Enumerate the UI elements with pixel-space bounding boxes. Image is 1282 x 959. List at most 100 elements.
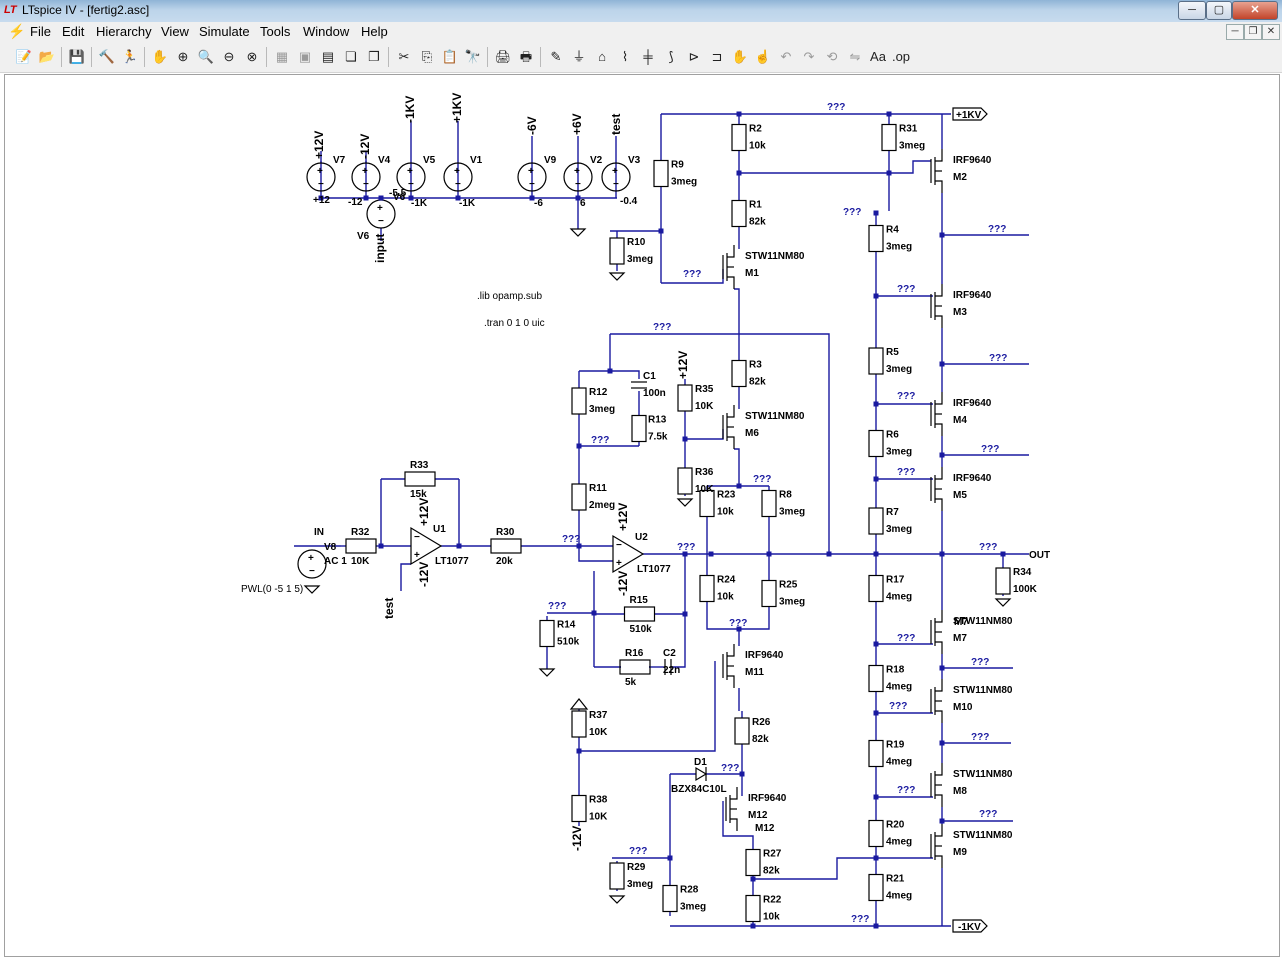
label-icon[interactable]: ⌂ xyxy=(598,49,606,64)
copy-icon[interactable]: ⎘ xyxy=(421,49,433,64)
run-icon[interactable]: 🏃 xyxy=(121,49,139,64)
resistor-R18-value: 4meg xyxy=(886,682,912,693)
tile-icon[interactable]: ▤ xyxy=(321,49,335,64)
mirror-icon[interactable]: ⇋ xyxy=(849,49,861,64)
supply-label-minus12v-r38: -12V xyxy=(570,826,584,851)
junction-dot xyxy=(873,794,879,800)
voltage-source-V3-value: -0.4 xyxy=(620,196,638,207)
close-all-icon[interactable]: ❐ xyxy=(368,49,380,64)
mosfet-M3-ref: M3 xyxy=(953,307,967,318)
resistor-R35-value: 10K xyxy=(695,401,714,412)
mdi-minimize-button[interactable]: ─ xyxy=(1226,24,1244,40)
menu-edit[interactable]: Edit xyxy=(62,24,85,39)
inductor-icon[interactable]: ⟆ xyxy=(668,49,674,64)
resistor-R29-ref: R29 xyxy=(627,862,646,873)
junction-dot xyxy=(939,232,945,238)
wire xyxy=(684,413,724,440)
ground-icon[interactable]: ⏚ xyxy=(572,49,586,64)
mosfet-M2-model: IRF9640 xyxy=(953,155,992,166)
net-label-unknown: ??? xyxy=(897,467,915,478)
voltage-source-V8-ref: V8 xyxy=(324,542,337,553)
component-icon[interactable]: ⊐ xyxy=(711,49,723,64)
resistor-R18 xyxy=(868,664,884,693)
menu-file[interactable]: File xyxy=(30,24,51,39)
zoom-out-icon[interactable]: ⊖ xyxy=(223,49,235,64)
maximize-button[interactable]: ▢ xyxy=(1206,1,1232,20)
cascade-icon[interactable]: ❏ xyxy=(345,49,357,64)
wire xyxy=(610,333,830,554)
resistor-R34 xyxy=(995,567,1011,595)
resistor-R32 xyxy=(345,538,377,554)
zoom-cancel-icon[interactable]: ⊗ xyxy=(246,49,258,64)
find-icon[interactable]: 🔭 xyxy=(464,49,482,64)
resistor-R8 xyxy=(761,489,777,518)
capacitor-icon[interactable]: ╪ xyxy=(643,49,653,64)
resistor-icon[interactable]: ⌇ xyxy=(621,49,629,64)
menu-simulate[interactable]: Simulate xyxy=(199,24,250,39)
fit-icon[interactable]: ▣ xyxy=(298,49,312,64)
resistor-R5 xyxy=(868,347,884,375)
redo-icon[interactable]: ↷ xyxy=(803,49,815,64)
junction-dot xyxy=(939,361,945,367)
voltage-source-V4-value: -12 xyxy=(348,197,363,208)
print-setup-icon[interactable]: 🖨 xyxy=(494,49,512,64)
control-panel-icon[interactable]: 🔨 xyxy=(98,49,116,64)
resistor-R20-ref: R20 xyxy=(886,820,905,831)
source-minus-sign: − xyxy=(318,179,324,190)
save-icon[interactable]: 💾 xyxy=(68,49,86,64)
resistor-R6-ref: R6 xyxy=(886,430,899,441)
source-plus-sign: + xyxy=(362,166,368,177)
resistor-R20-value: 4meg xyxy=(886,837,912,848)
resistor-R19 xyxy=(868,739,884,768)
resistor-R15-value: 510k xyxy=(630,624,653,635)
schematic-canvas[interactable]: +−V7+12+12V+−V4-12-12V+−V5-5.5-1KV+−V1-1… xyxy=(4,74,1280,957)
zoom-in-icon[interactable]: ⊕ xyxy=(177,49,189,64)
wire-icon[interactable]: ✎ xyxy=(550,49,562,64)
new-schematic-icon[interactable]: 📝 xyxy=(15,49,33,64)
pan-icon[interactable]: 🔍 xyxy=(197,49,215,64)
resistor-R38 xyxy=(571,794,587,823)
document-icon[interactable]: ⚡ xyxy=(8,23,26,39)
mdi-close-button[interactable]: ✕ xyxy=(1262,24,1280,40)
print-icon[interactable]: 🖶 xyxy=(519,49,533,64)
junction-dot xyxy=(378,195,384,201)
junction-dot xyxy=(939,452,945,458)
capacitor-C2-value: 22n xyxy=(663,665,680,676)
drag-icon[interactable]: ☝ xyxy=(754,49,772,64)
junction-dot xyxy=(886,111,892,117)
menu-help[interactable]: Help xyxy=(361,24,388,39)
resistor-R19-value: 4meg xyxy=(886,757,912,768)
open-icon[interactable]: 📂 xyxy=(38,49,56,64)
mosfet-M8-ref: M8 xyxy=(953,786,967,797)
source-plus-sign: + xyxy=(454,166,460,177)
cut-icon[interactable]: ✂ xyxy=(398,49,410,64)
diode-icon[interactable]: ⊳ xyxy=(688,49,700,64)
mosfet-M2-drain xyxy=(935,149,943,162)
source-minus-sign: − xyxy=(455,179,461,190)
paste-icon[interactable]: 📋 xyxy=(441,49,459,64)
menu-view[interactable]: View xyxy=(161,24,189,39)
halt-icon[interactable]: ✋ xyxy=(151,49,169,64)
wire xyxy=(578,661,716,752)
minimize-button[interactable]: ─ xyxy=(1178,1,1206,20)
close-button[interactable]: ✕ xyxy=(1232,1,1278,20)
ground-symbol xyxy=(676,498,694,507)
undo-icon[interactable]: ↶ xyxy=(780,49,792,64)
net-label-unknown: ??? xyxy=(827,102,845,113)
net-flag-plus1kv xyxy=(952,107,988,121)
spice-directive-icon[interactable]: .op xyxy=(891,49,911,64)
mosfet-M5-drain xyxy=(935,467,943,480)
text-icon[interactable]: Aa xyxy=(870,49,886,64)
resistor-R16-ref: R16 xyxy=(625,648,644,659)
rotate-icon[interactable]: ⟲ xyxy=(826,49,838,64)
wire xyxy=(739,160,931,174)
resistor-R3-value: 82k xyxy=(749,377,766,388)
mdi-restore-button[interactable]: ❐ xyxy=(1244,24,1262,40)
menu-window[interactable]: Window xyxy=(303,24,350,39)
menu-tools[interactable]: Tools xyxy=(260,24,291,39)
resistor-R28-value: 3meg xyxy=(680,902,706,913)
move-icon[interactable]: ✋ xyxy=(731,49,749,64)
menu-hierarchy[interactable]: Hierarchy xyxy=(96,24,152,39)
mosfet-M12-ref: M12 xyxy=(748,810,768,821)
autoscale-icon[interactable]: ▦ xyxy=(275,49,289,64)
